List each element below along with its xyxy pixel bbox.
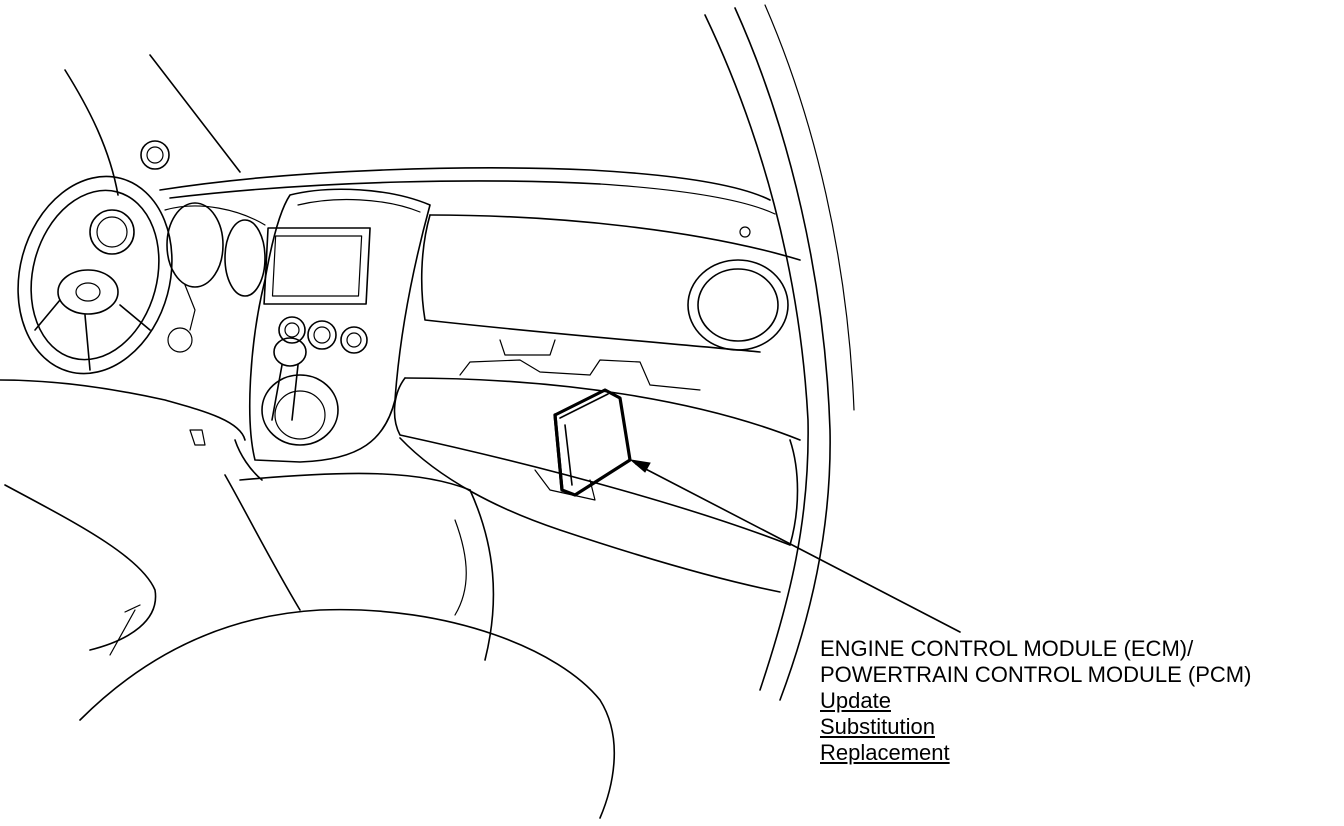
leader-arrow — [629, 459, 961, 633]
windshield-edge — [64, 54, 241, 196]
steering-wheel — [17, 175, 173, 375]
passenger-air-vent — [687, 259, 789, 351]
substitution-link[interactable]: Substitution — [820, 714, 935, 739]
callout-line-1: ENGINE CONTROL MODULE (ECM)/ — [820, 636, 1194, 661]
update-link[interactable]: Update — [820, 688, 891, 713]
a-pillar — [704, 4, 855, 701]
callout-line-2: POWERTRAIN CONTROL MODULE (PCM) — [820, 662, 1252, 687]
dashboard-top — [159, 167, 801, 353]
center-stack — [248, 188, 431, 463]
ecm-pcm-callout: ENGINE CONTROL MODULE (ECM)/ POWERTRAIN … — [820, 636, 1251, 766]
replacement-link[interactable]: Replacement — [820, 740, 950, 765]
instrument-cluster — [89, 202, 266, 353]
lower-dash-left — [0, 379, 263, 481]
seats — [4, 472, 616, 819]
ecm-module — [553, 388, 632, 497]
glove-box — [393, 339, 801, 593]
